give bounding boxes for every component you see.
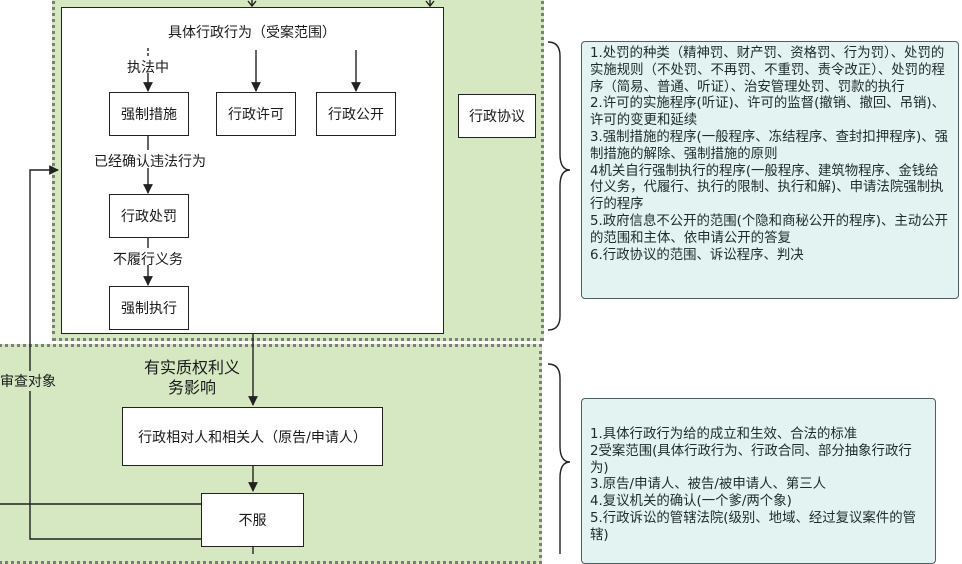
- note-item: 6.行政协议的范围、诉讼程序、判决: [590, 247, 804, 263]
- note-item: 1.具体行政行为给的成立和生效、合法的标准: [590, 427, 858, 442]
- note-item: 4.复议机关的确认(一个爹/两个象): [590, 494, 792, 510]
- bottom-brace: [547, 363, 571, 554]
- confirmed-violation-label: 已经确认违法行为: [94, 154, 206, 170]
- specific-admin-act-panel: [61, 7, 444, 334]
- note-item: 4机关自行强制执行的程序(一般程序、建筑物程序、金钱给付义务，代履行、执行的限制…: [590, 163, 944, 213]
- top-arrow-right-head: [425, 0, 435, 8]
- note-item: 3.强制措施的程序(一般程序、冻结程序、查封扣押程序)、强制措施的解除、强制措施…: [590, 129, 948, 162]
- note-item: 2.许可的实施程序(听证)、许可的监督(撤销、撤回、吊销)、许可的变更和延续: [590, 96, 946, 129]
- top-notes-box: 1.处罚的种类（精神罚、财产罚、资格罚、行为罚）、处罚的实施规则（不处罚、不再罚…: [581, 41, 959, 299]
- review-object-label: 审查对象: [0, 371, 56, 391]
- note-item: 1.处罚的种类（精神罚、财产罚、资格罚、行为罚）、处罚的实施规则（不处罚、不再罚…: [590, 46, 945, 95]
- top-arrow-left-head: [247, 0, 257, 8]
- non-performance-label: 不履行义务: [113, 252, 183, 268]
- note-item: 3.原告/申请人、被告/被申请人、第三人: [590, 477, 827, 493]
- administrative-agreement-box: 行政协议: [458, 94, 536, 138]
- enforcement-label: 执法中: [127, 60, 169, 76]
- substantive-rights-label: 有实质权利义 务影响: [144, 358, 241, 397]
- administrative-license-box: 行政许可: [216, 92, 296, 136]
- review-object-loop: [29, 165, 201, 540]
- coercive-measures-box: 强制措施: [109, 92, 189, 136]
- note-item: 5.行政诉讼的管辖法院(级别、地域、经过复议案件的管辖): [590, 510, 916, 543]
- information-disclosure-box: 行政公开: [316, 92, 396, 136]
- dissatisfied-box: 不服: [201, 493, 304, 547]
- panel-title: 具体行政行为（受案范围）: [168, 25, 336, 41]
- top-brace: [547, 41, 571, 331]
- administrative-penalty-box: 行政处罚: [109, 194, 189, 238]
- counterparty-box: 行政相对人和相关人（原告/申请人）: [122, 407, 383, 466]
- compulsory-enforcement-box: 强制执行: [109, 286, 189, 330]
- note-item: 2受案范围(具体行政行为、行政合同、部分抽象行政行为): [590, 443, 912, 476]
- note-item: 5.政府信息不公开的范围(个隐和商秘公开的程序)、主动公开的范围和主体、依申请公…: [590, 213, 948, 246]
